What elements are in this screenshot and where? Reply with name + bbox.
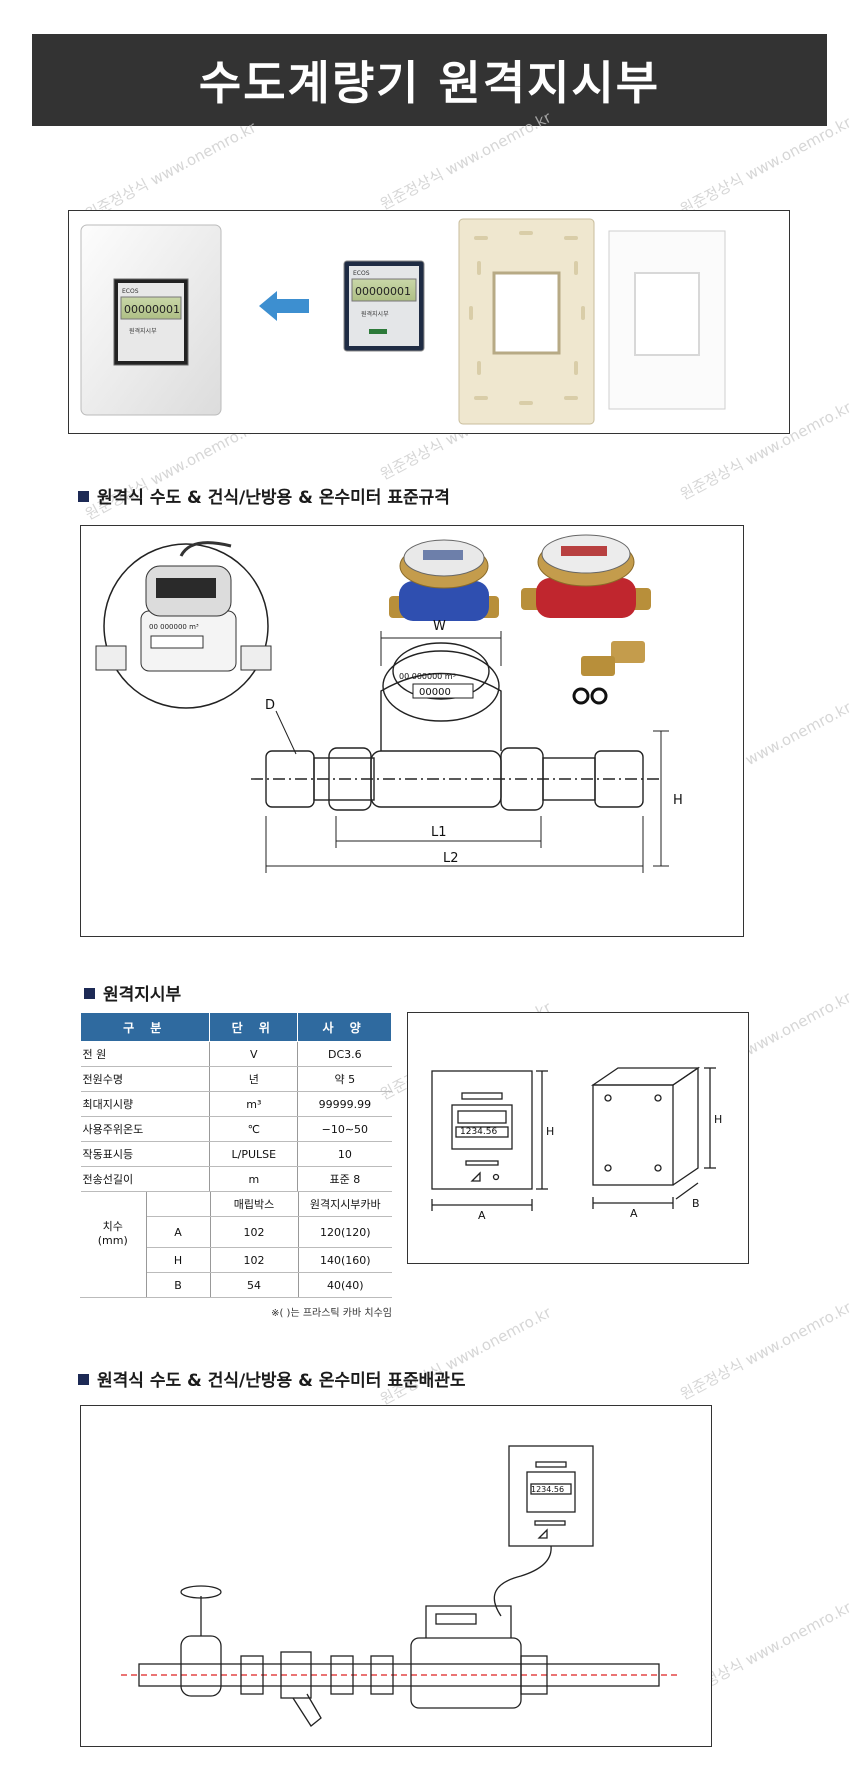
table-row: 전원수명 년 약 5 xyxy=(80,1066,392,1092)
empty-cell xyxy=(80,1272,147,1298)
row-unit: L/PULSE xyxy=(209,1141,299,1167)
spec-table: 구 분 단 위 사 양 전 원 V DC3.6 전원수명 년 약 5 최대지시량… xyxy=(79,1012,392,1192)
red-meter-photo xyxy=(521,534,651,705)
row-unit: ℃ xyxy=(209,1116,299,1142)
panel-label: 원격지시부 xyxy=(129,327,157,335)
product-photo-illustration: ECOS 00000001 원격지시부 ECOS 00000001 원격지시부 xyxy=(80,218,726,425)
table-row: 치수 (mm) A 102 120(120) xyxy=(80,1216,392,1248)
square-bullet-icon xyxy=(78,1374,89,1385)
dial-reading-small: 00 000000 m³ xyxy=(149,623,199,631)
dim-label-cell: 치수 (mm) xyxy=(80,1216,147,1248)
indicator-dimension-figure: 1234.56 H A H A B xyxy=(407,1012,749,1264)
dim-label-a: A xyxy=(478,1209,486,1222)
row-value: 99999.99 xyxy=(297,1091,392,1117)
dim-label: 치수 xyxy=(102,1219,123,1233)
dial-reading: 00 000000 m³ xyxy=(399,672,456,681)
piping-diagram: 1234.56 xyxy=(121,1445,681,1727)
lcd-reading: 00000001 xyxy=(124,303,180,316)
dim-label-l1: L1 xyxy=(431,825,447,840)
square-bullet-icon xyxy=(78,491,89,502)
dim-axis: B xyxy=(146,1272,211,1298)
row-item: 작동표시등 xyxy=(80,1141,211,1167)
row-unit: m³ xyxy=(209,1091,299,1117)
row-item: 사용주위온도 xyxy=(80,1116,211,1142)
product-photo-panel: ECOS 00000001 원격지시부 ECOS 00000001 원격지시부 xyxy=(68,210,790,434)
section-title-text: 원격식 수도 & 건식/난방용 & 온수미터 표준규격 xyxy=(97,488,450,508)
meter-spec-figure: 00 000000 m³ xyxy=(80,525,744,937)
dim-label-b: B xyxy=(692,1197,700,1210)
dim-axis: A xyxy=(146,1216,211,1248)
square-bullet-icon xyxy=(84,988,95,999)
table-header-item: 구 분 xyxy=(79,1012,211,1042)
watermark-text: 원준정상식 www.onemro.kr xyxy=(677,1298,855,1404)
watermark-text: 원준정상식 www.onemro.kr xyxy=(677,113,855,219)
row-value: 약 5 xyxy=(297,1066,392,1092)
panel-label: 원격지시부 xyxy=(361,310,389,318)
table-footnote: ※( )는 프라스틱 카바 치수임 xyxy=(271,1308,392,1319)
spec-table-wrapper: 구 분 단 위 사 양 전 원 V DC3.6 전원수명 년 약 5 최대지시량… xyxy=(79,1012,392,1319)
row-value: DC3.6 xyxy=(297,1041,392,1067)
dim-label-d: D xyxy=(265,698,275,713)
row-item: 전송선길이 xyxy=(80,1166,211,1192)
brand-label: ECOS xyxy=(122,288,139,295)
dial-counter: 00000 xyxy=(419,687,451,698)
watermark-text: 원준정상식 www.onemro.kr xyxy=(377,1303,555,1409)
indicator-diagram: 1234.56 H A H A B xyxy=(431,1066,722,1222)
dim-label-h: H xyxy=(714,1113,722,1126)
table-header-value: 사 양 xyxy=(297,1012,392,1042)
dim-header-box: 매립박스 xyxy=(210,1192,299,1217)
table-row: 사용주위온도 ℃ −10∼50 xyxy=(80,1116,392,1142)
piping-diagram-figure: 1234.56 xyxy=(80,1405,712,1747)
table-row: B 54 40(40) xyxy=(80,1272,392,1298)
row-item: 전원수명 xyxy=(80,1066,211,1092)
row-value: 10 xyxy=(297,1141,392,1167)
blue-meter-photo xyxy=(389,539,499,621)
table-row: 매립박스 원격지시부카바 xyxy=(80,1192,392,1217)
row-item: 최대지시량 xyxy=(80,1091,211,1117)
dim-cover: 140(160) xyxy=(298,1247,392,1273)
page-banner-title: 수도계량기 원격지시부 xyxy=(32,34,827,126)
section-title-indicator: 원격지시부 xyxy=(84,980,181,1005)
dim-box: 54 xyxy=(210,1272,299,1298)
table-row: H 102 140(160) xyxy=(80,1247,392,1273)
empty-cell xyxy=(80,1192,147,1217)
dim-header-cover: 원격지시부카바 xyxy=(298,1192,392,1217)
meter-diagram: 00 000000 m³ xyxy=(95,534,683,873)
empty-cell xyxy=(80,1247,147,1273)
row-unit: m xyxy=(209,1166,299,1192)
row-item: 전 원 xyxy=(80,1041,211,1067)
empty-cell xyxy=(146,1192,211,1217)
section-title-piping: 원격식 수도 & 건식/난방용 & 온수미터 표준배관도 xyxy=(78,1366,466,1391)
table-row: 전송선길이 m 표준 8 xyxy=(80,1166,392,1192)
table-row: 작동표시등 L/PULSE 10 xyxy=(80,1141,392,1167)
table-row: 전 원 V DC3.6 xyxy=(80,1041,392,1067)
dim-label-h: H xyxy=(546,1125,554,1138)
table-header-unit: 단 위 xyxy=(209,1012,299,1042)
dim-box: 102 xyxy=(210,1247,299,1273)
indicator-reading: 1234.56 xyxy=(460,1127,497,1137)
section-title-text: 원격지시부 xyxy=(103,985,182,1005)
dim-axis: H xyxy=(146,1247,211,1273)
section-title-text: 원격식 수도 & 건식/난방용 & 온수미터 표준배관도 xyxy=(97,1371,466,1391)
section-title-standard-spec: 원격식 수도 & 건식/난방용 & 온수미터 표준규격 xyxy=(78,483,450,508)
piping-indicator-reading: 1234.56 xyxy=(531,1485,564,1494)
dimension-table: 매립박스 원격지시부카바 치수 (mm) A 102 120(120) H 10… xyxy=(80,1192,392,1298)
dim-label-h: H xyxy=(673,793,683,808)
row-value: −10∼50 xyxy=(297,1116,392,1142)
dim-box: 102 xyxy=(210,1216,299,1248)
watermark-text: 원준정상식 www.onemro.kr xyxy=(82,118,260,224)
row-unit: V xyxy=(209,1041,299,1067)
dim-label-a: A xyxy=(630,1207,638,1220)
dim-label-w: W xyxy=(433,619,446,634)
lcd-reading: 00000001 xyxy=(355,285,411,298)
row-value: 표준 8 xyxy=(297,1166,392,1192)
dim-unit: (mm) xyxy=(97,1233,128,1247)
arrow-left-icon xyxy=(259,291,309,321)
table-row: 최대지시량 m³ 99999.99 xyxy=(80,1091,392,1117)
dim-cover: 120(120) xyxy=(298,1216,392,1248)
dim-label-l2: L2 xyxy=(443,851,459,866)
row-unit: 년 xyxy=(209,1066,299,1092)
brand-label: ECOS xyxy=(353,270,370,277)
dim-cover: 40(40) xyxy=(298,1272,392,1298)
